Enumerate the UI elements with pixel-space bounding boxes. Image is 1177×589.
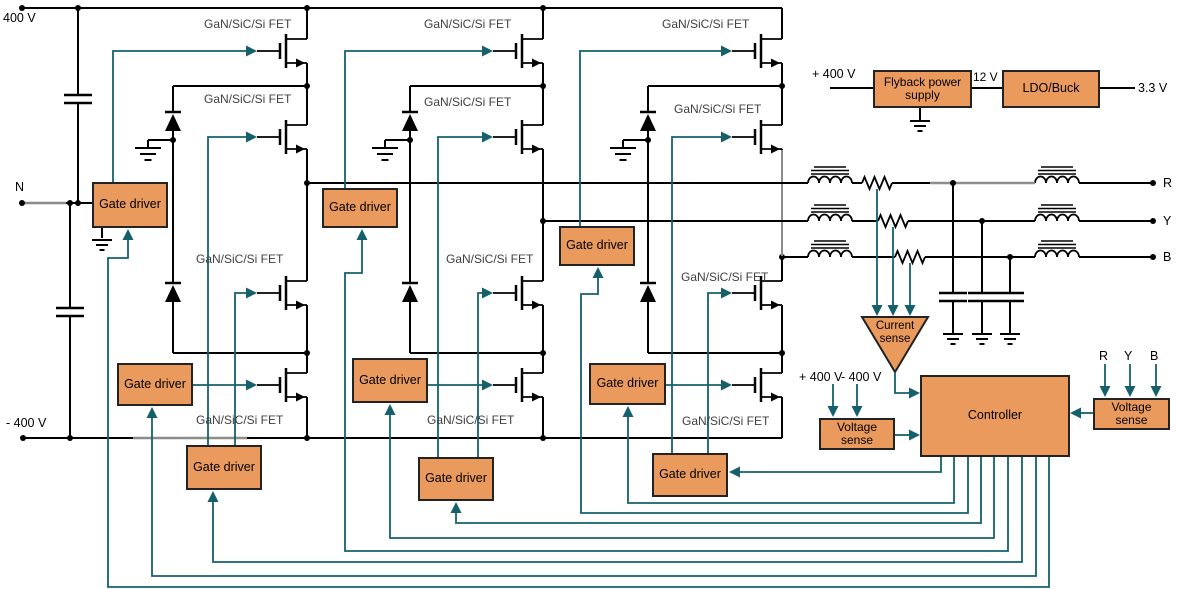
- fet-label: GaN/SiC/Si FET: [424, 17, 512, 31]
- fet-label: GaN/SiC/Si FET: [204, 17, 292, 31]
- label-dc-sense-neg: - 400 V: [841, 370, 882, 384]
- gate-driver-box-leg3-bottom: Gate driver: [652, 453, 728, 497]
- label-terminal-r: R: [1163, 176, 1173, 190]
- flyback-power-supply-box: Flyback power supply: [873, 70, 972, 108]
- gate-driver-box-leg1-mid: Gate driver: [117, 363, 193, 406]
- gate-driver-box-leg3-mid: Gate driver: [589, 363, 666, 405]
- label-sense-phase-y: Y: [1124, 349, 1133, 363]
- fet-label: GaN/SiC/Si FET: [662, 17, 750, 31]
- label-dc-sense-pos: + 400 V: [799, 370, 843, 384]
- fet-label: GaN/SiC/Si FET: [446, 252, 534, 266]
- label-12v: 12 V: [973, 70, 998, 84]
- label-sense-phase-b: B: [1150, 349, 1159, 363]
- gate-driver-box-leg2-bottom: Gate driver: [418, 457, 494, 501]
- label-sense-phase-r: R: [1099, 349, 1109, 363]
- gate-driver-box-leg1-top: Gate driver: [92, 182, 168, 228]
- voltage-sense-box-dc: Voltage sense: [819, 418, 895, 450]
- voltage-sense-box-ac: Voltage sense: [1093, 398, 1170, 430]
- fet-label: GaN/SiC/Si FET: [674, 102, 762, 116]
- gate-driver-box-leg3-top: Gate driver: [559, 226, 635, 266]
- gate-driver-box-leg1-bottom: Gate driver: [186, 445, 262, 490]
- label-3v3: 3.3 V: [1138, 81, 1168, 95]
- label-terminal-y: Y: [1163, 214, 1172, 228]
- controller-box: Controller: [920, 375, 1070, 457]
- label-top-rail-voltage: 400 V: [3, 11, 36, 25]
- fet-label: GaN/SiC/Si FET: [681, 270, 769, 284]
- fet-label: GaN/SiC/Si FET: [196, 413, 284, 427]
- fet-label: GaN/SiC/Si FET: [204, 92, 292, 106]
- label-flyback-input: + 400 V: [812, 67, 856, 81]
- fet-label: GaN/SiC/Si FET: [427, 413, 515, 427]
- gate-driver-box-leg2-top: Gate driver: [322, 188, 398, 228]
- ldo-buck-box: LDO/Buck: [1002, 70, 1100, 108]
- fet-label: GaN/SiC/Si FET: [424, 95, 512, 109]
- label-bottom-rail-voltage: - 400 V: [6, 416, 47, 430]
- current-sense-label: Current sense: [875, 320, 915, 345]
- gate-driver-box-leg2-mid: Gate driver: [352, 358, 428, 403]
- label-neutral: N: [15, 180, 25, 194]
- fet-label: GaN/SiC/Si FET: [682, 414, 770, 428]
- fet-label: GaN/SiC/Si FET: [196, 252, 284, 266]
- label-terminal-b: B: [1163, 250, 1172, 264]
